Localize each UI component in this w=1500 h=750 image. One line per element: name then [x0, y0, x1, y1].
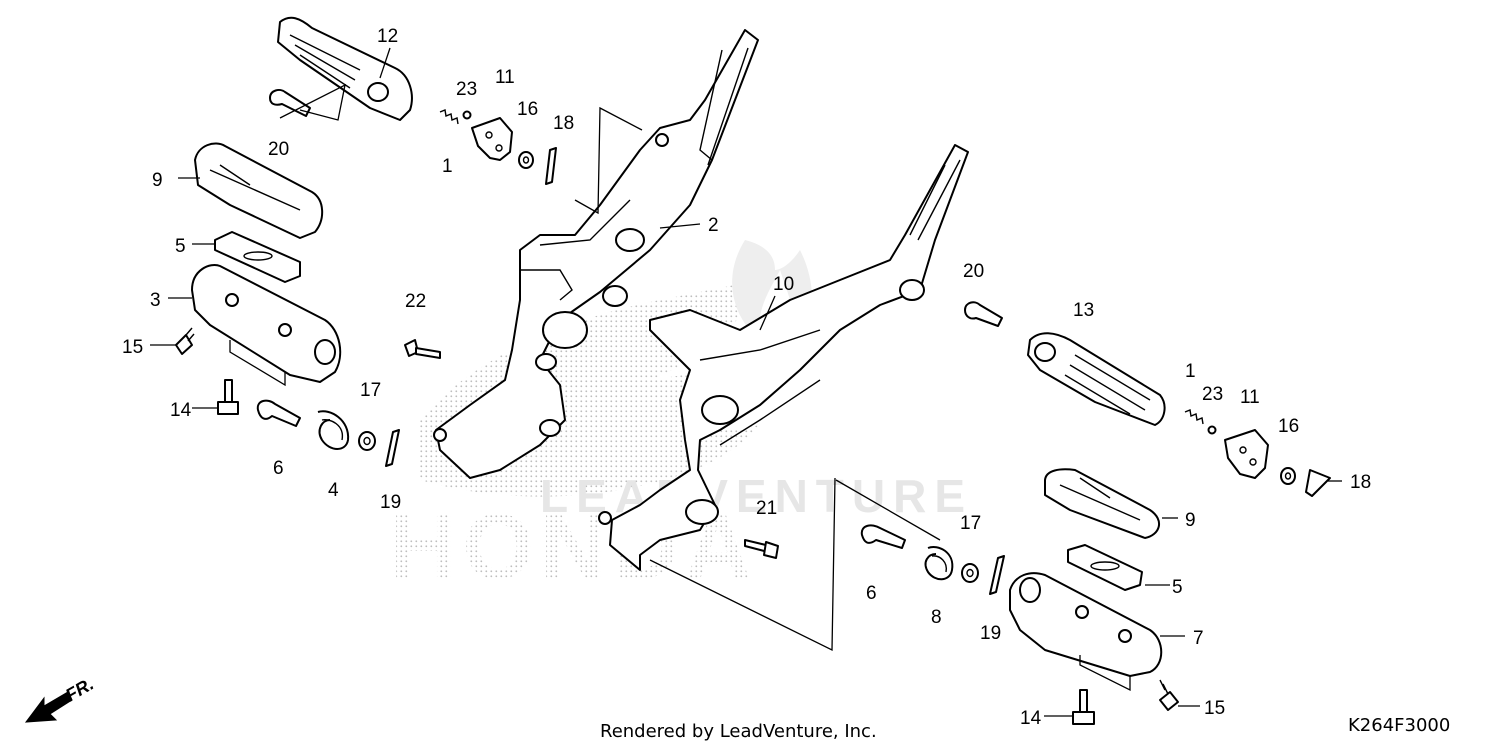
callout-7: 7: [1193, 628, 1204, 649]
callout-1: 1: [442, 156, 453, 177]
step-3: [191, 264, 342, 383]
footpeg-12: [277, 16, 413, 121]
callout-11: 11: [1240, 387, 1260, 408]
step-holder-right: [598, 144, 969, 571]
callout-1: 1: [1185, 361, 1196, 382]
callout-13: 13: [1073, 300, 1094, 321]
callout-8: 8: [931, 607, 942, 628]
callout-16: 16: [517, 99, 538, 120]
peg-rubber-9-left: [194, 142, 324, 239]
callout-23: 23: [456, 79, 477, 100]
plate-5-left: [214, 231, 301, 283]
callout-15: 15: [1204, 698, 1225, 719]
callout-12: 12: [377, 26, 398, 47]
step-7: [1009, 572, 1163, 677]
leader-lines: [150, 47, 1342, 717]
footpeg-13: [1027, 332, 1166, 426]
callout-23: 23: [1202, 384, 1223, 405]
callout-14: 14: [170, 400, 192, 421]
callout-18: 18: [553, 113, 574, 134]
callout-5: 5: [1172, 577, 1183, 598]
callout-2: 2: [708, 215, 719, 236]
callout-3: 3: [150, 290, 161, 311]
callout-19: 19: [380, 492, 401, 513]
callout-20: 20: [268, 139, 289, 160]
callout-15: 15: [122, 337, 143, 358]
peg-rubber-9-right: [1044, 468, 1160, 539]
callouts: 12 23 11 16 18 1 20 9 5 3 15 14 6 4 17 1…: [122, 26, 1371, 729]
callout-17: 17: [360, 380, 381, 401]
callout-16: 16: [1278, 416, 1299, 437]
callout-17: 17: [960, 513, 981, 534]
callout-19: 19: [980, 623, 1001, 644]
callout-10: 10: [773, 274, 794, 295]
callout-5: 5: [175, 236, 186, 257]
callout-9: 9: [1185, 510, 1196, 531]
callout-6: 6: [866, 583, 877, 604]
callout-4: 4: [328, 480, 339, 501]
step-holder-left: [433, 29, 759, 479]
rendered-by-credit: Rendered by LeadVenture, Inc.: [600, 721, 877, 742]
callout-18: 18: [1350, 472, 1371, 493]
callout-20: 20: [963, 261, 984, 282]
callout-14: 14: [1020, 708, 1042, 729]
diagram-code: K264F3000: [1348, 715, 1450, 736]
callout-21: 21: [756, 498, 777, 519]
callout-22: 22: [405, 291, 426, 312]
plate-5-right: [1067, 544, 1143, 591]
hardware: [175, 89, 1331, 725]
front-direction-indicator: FR.: [24, 674, 97, 723]
callout-6: 6: [273, 458, 284, 479]
callout-11: 11: [495, 67, 515, 88]
front-arrow-icon: [24, 691, 73, 723]
callout-9: 9: [152, 170, 163, 191]
